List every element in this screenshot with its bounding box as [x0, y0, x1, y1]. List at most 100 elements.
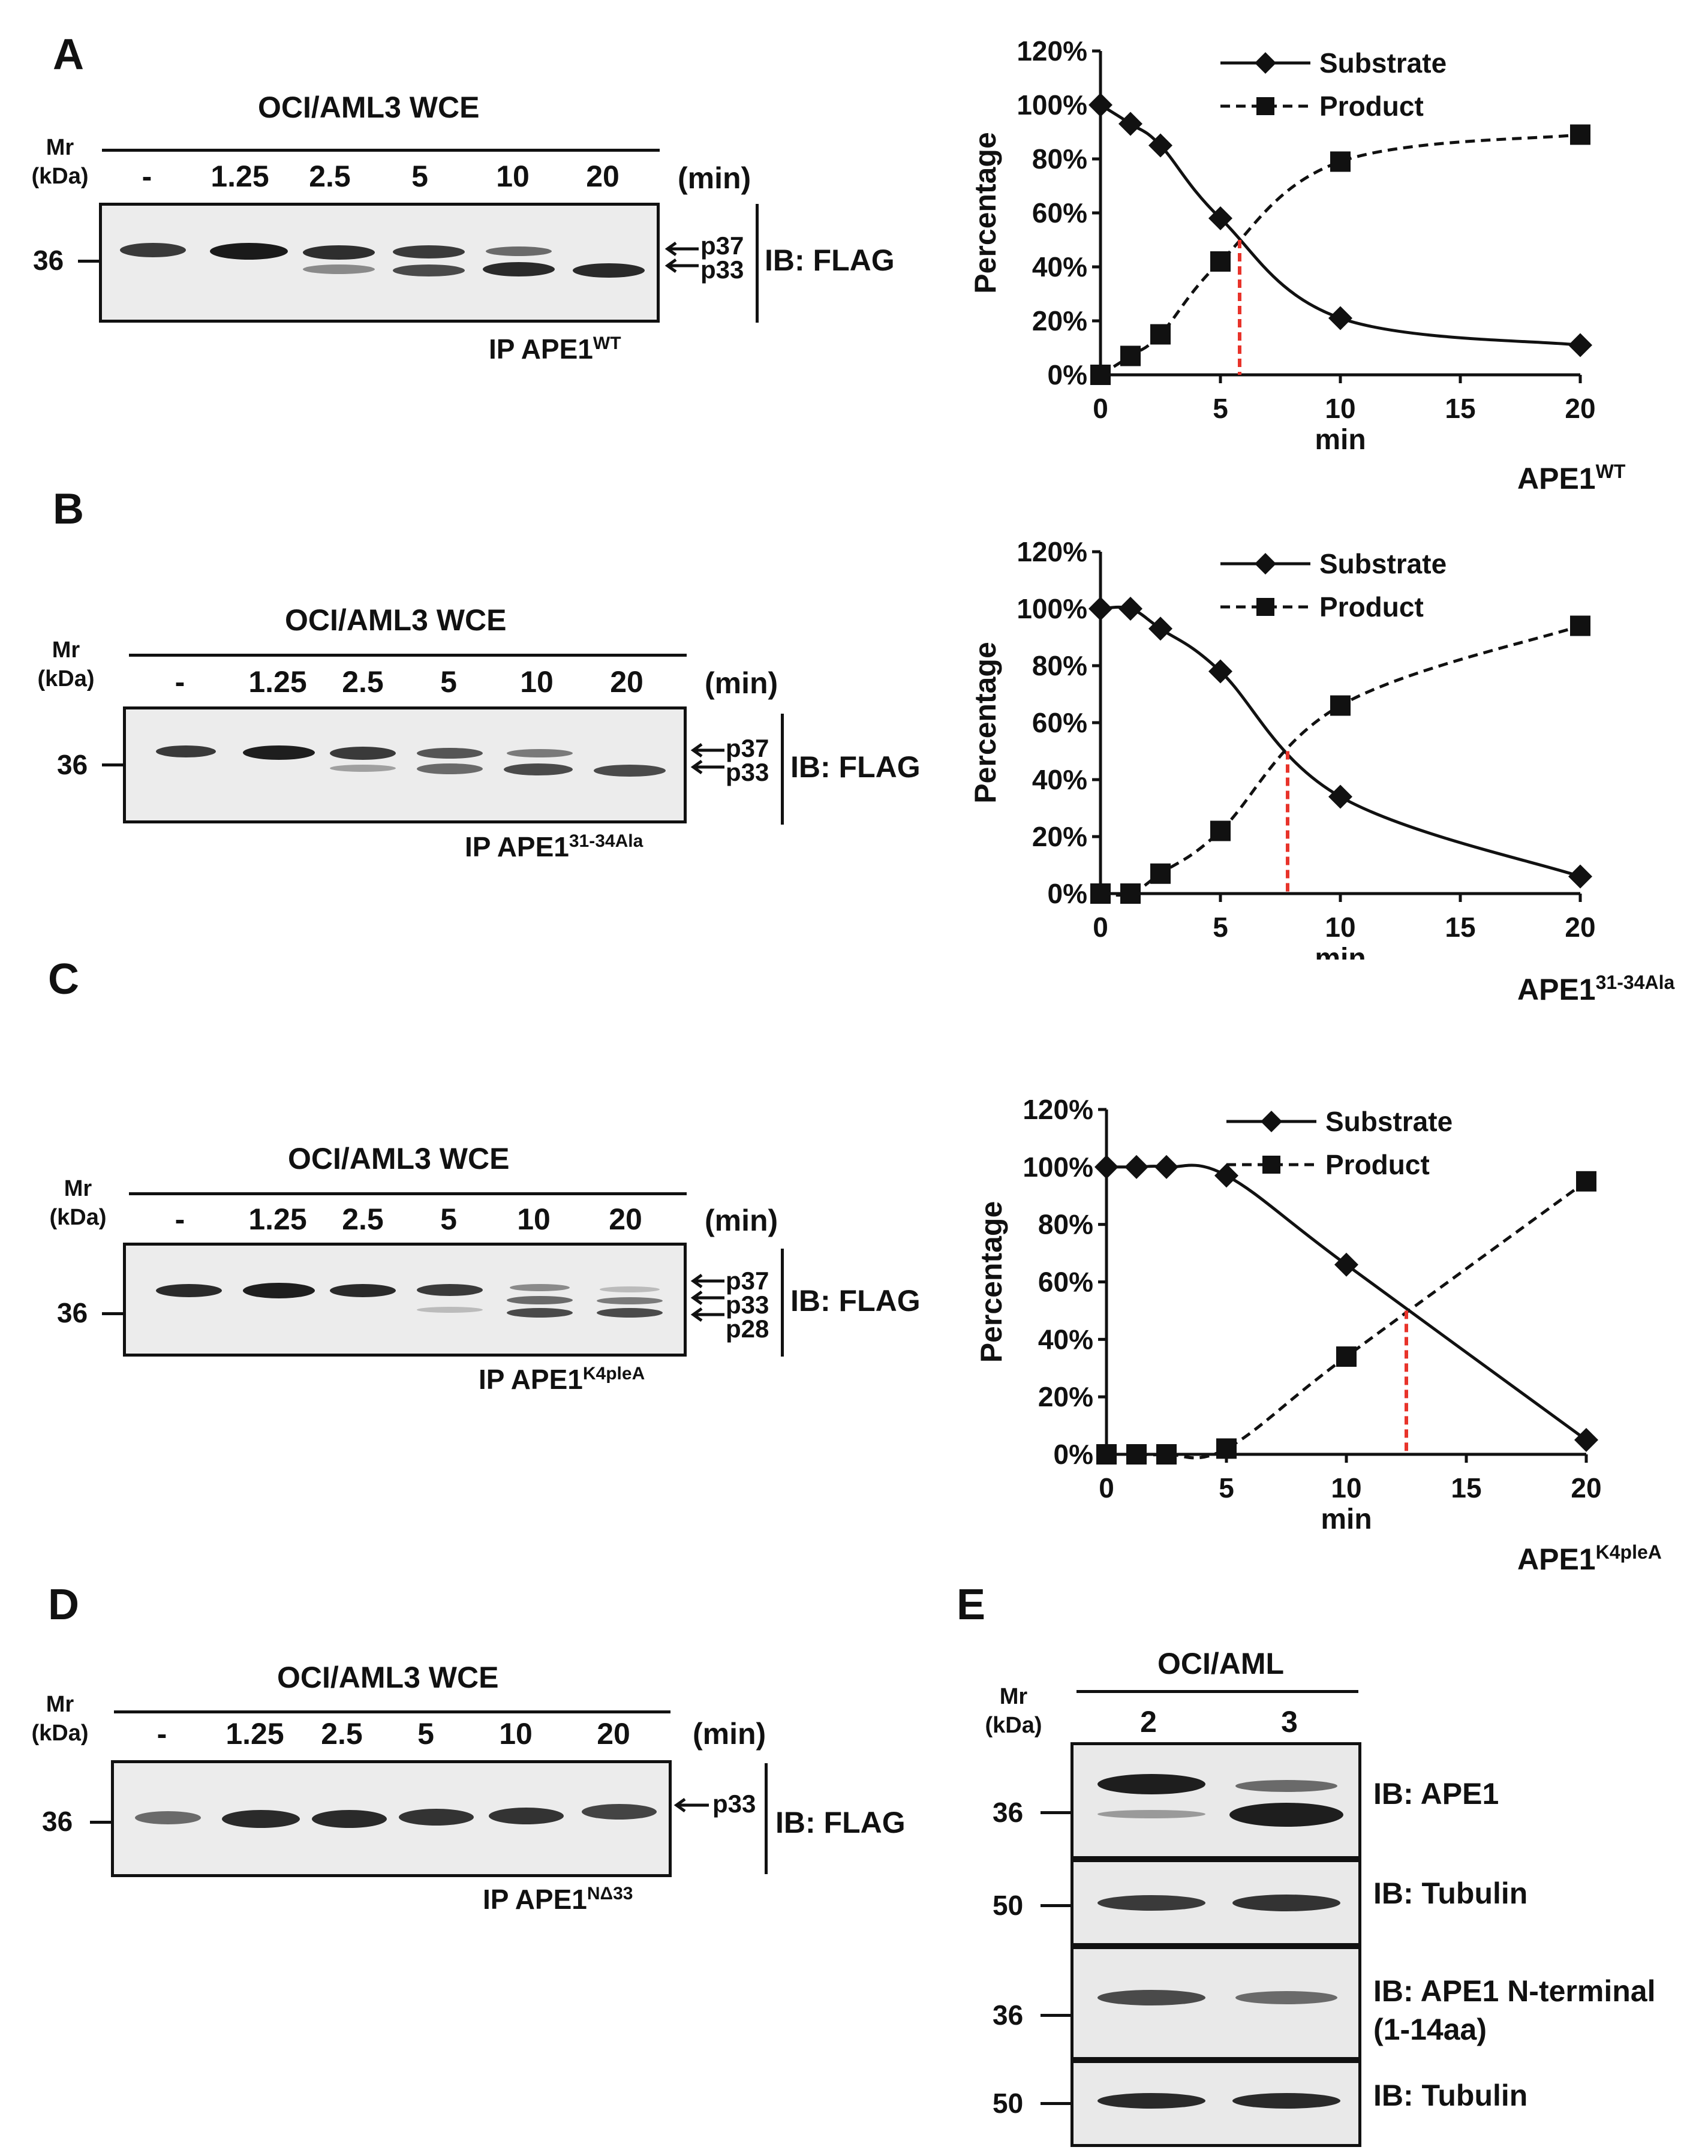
legend-marker — [1262, 1156, 1280, 1174]
y-tick-label: 20% — [1032, 305, 1087, 336]
lane-label: 1.25 — [211, 160, 269, 193]
band — [489, 1808, 564, 1824]
data-point-substrate — [1328, 306, 1352, 330]
y-axis-label: Percentage — [975, 1201, 1008, 1363]
mw-marker-d: 36 — [42, 1806, 73, 1837]
band — [303, 245, 375, 260]
lane-labels-d: - 1.25 2.5 5 10 20 — [0, 1716, 780, 1758]
data-point-substrate — [1148, 617, 1172, 641]
chart-caption-b: APE131-34Ala — [1517, 972, 1675, 1006]
data-point-product — [1120, 883, 1141, 904]
y-tick-label: 40% — [1038, 1324, 1093, 1355]
band — [135, 1811, 201, 1824]
data-point-product — [1336, 1346, 1357, 1367]
bracket-bar-a — [756, 204, 759, 323]
western-blot-b — [123, 706, 687, 823]
band — [507, 1308, 573, 1318]
data-point-substrate — [1118, 112, 1142, 136]
time-unit-b: (min) — [705, 666, 778, 700]
band-labels-c: p37 p33 p28 — [726, 1268, 769, 1342]
data-point-product — [1210, 820, 1231, 841]
band — [597, 1308, 663, 1318]
band — [1097, 1810, 1205, 1818]
lane-label: - — [157, 1717, 167, 1751]
lane-label: 20 — [610, 665, 643, 699]
x-tick-label: 5 — [1219, 1472, 1234, 1504]
marker-tick-e — [1041, 1811, 1070, 1814]
band-labels-b: p37 p33 — [726, 736, 769, 785]
data-point-substrate — [1568, 864, 1592, 889]
band — [243, 745, 315, 760]
lane-label: 2.5 — [342, 1202, 384, 1236]
band — [312, 1810, 387, 1828]
arrow-icon — [688, 739, 730, 784]
lane-label: 5 — [440, 665, 457, 699]
arrow-icon — [663, 237, 705, 282]
band — [417, 763, 483, 774]
band — [600, 1286, 660, 1292]
legend-label: Substrate — [1319, 548, 1447, 579]
data-point-product — [1330, 695, 1351, 716]
band-label: p33 — [712, 1790, 756, 1818]
data-point-product — [1156, 1444, 1177, 1465]
y-tick-label: 80% — [1038, 1209, 1093, 1240]
band-labels-a: p37 p33 — [700, 233, 744, 282]
y-tick-label: 0% — [1054, 1439, 1093, 1470]
title-underline-b — [129, 654, 687, 657]
mr-label-d: Mr (kDa) — [31, 1692, 89, 1746]
lane-label: 2.5 — [309, 160, 351, 193]
band — [243, 1283, 315, 1298]
data-point-substrate — [1328, 784, 1352, 809]
lane-labels-c: - 1.25 2.5 5 10 20 — [0, 1202, 780, 1244]
band-labels-d: p33 — [712, 1790, 756, 1818]
data-point-substrate — [1094, 1154, 1118, 1179]
data-point-substrate — [1088, 93, 1112, 117]
panel-letter-d: D — [48, 1581, 79, 1629]
y-tick-label: 20% — [1038, 1381, 1093, 1412]
y-tick-label: 80% — [1032, 143, 1087, 175]
data-point-substrate — [1148, 133, 1172, 158]
ip-label-c: IP APE1K4pleA — [479, 1364, 645, 1395]
x-axis-label: min — [1315, 424, 1366, 456]
x-tick-label: 5 — [1213, 912, 1228, 943]
ib-label-a: IB: FLAG — [765, 243, 895, 277]
lane-label: 20 — [597, 1717, 630, 1751]
lane-label: 1.25 — [248, 665, 307, 699]
lane-label: 10 — [499, 1717, 533, 1751]
legend-marker — [1256, 598, 1274, 616]
ib-label-e: IB: Tubulin — [1373, 1877, 1528, 1910]
ib-label-c: IB: FLAG — [790, 1284, 921, 1318]
ip-label-b: IP APE131-34Ala — [465, 831, 643, 862]
data-point-product — [1330, 151, 1351, 172]
time-unit-c: (min) — [705, 1204, 778, 1237]
band-label: p33 — [726, 1291, 769, 1319]
marker-tick-b — [102, 763, 123, 766]
y-tick-label: 80% — [1032, 650, 1087, 681]
mr-label-c: Mr (kDa) — [49, 1176, 107, 1230]
band — [330, 747, 396, 760]
legend-label: Product — [1319, 91, 1424, 122]
band — [417, 1284, 483, 1296]
band — [594, 765, 666, 777]
x-tick-label: 10 — [1325, 393, 1355, 424]
data-point-substrate — [1334, 1252, 1358, 1277]
series-line-substrate — [1100, 605, 1581, 878]
ib-label-d: IB: FLAG — [775, 1806, 906, 1839]
data-point-substrate — [1574, 1428, 1598, 1453]
marker-tick-a — [78, 260, 99, 263]
legend-marker — [1256, 97, 1274, 115]
band — [222, 1810, 300, 1828]
y-axis-label: Percentage — [969, 132, 1002, 294]
x-tick-label: 0 — [1093, 912, 1108, 943]
bracket-bar-d — [765, 1763, 768, 1874]
western-blot-e-ape1 — [1070, 1742, 1361, 1859]
x-tick-label: 20 — [1571, 1472, 1601, 1504]
lane-label: 2.5 — [321, 1717, 363, 1751]
data-point-substrate — [1088, 597, 1112, 621]
data-point-product — [1576, 1171, 1596, 1192]
band — [1232, 1895, 1340, 1911]
band — [399, 1809, 474, 1826]
panel-letter-b: B — [53, 485, 84, 533]
mr-label-b: Mr (kDa) — [37, 638, 95, 691]
